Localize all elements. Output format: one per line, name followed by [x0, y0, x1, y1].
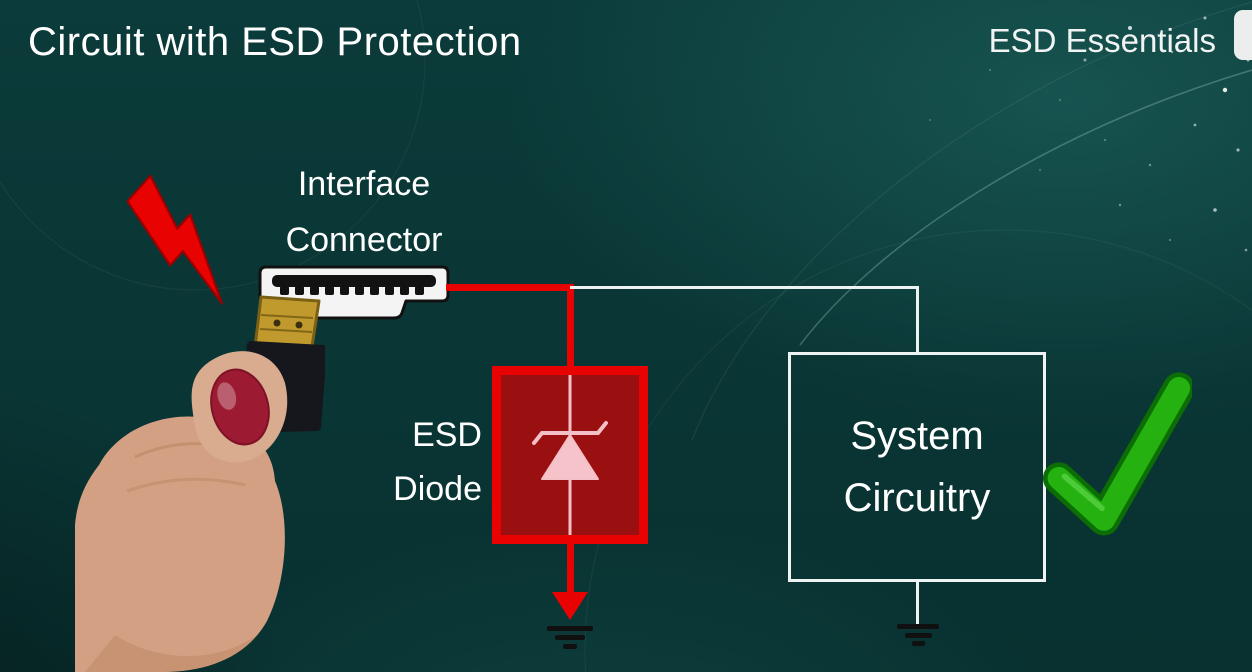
system-circuitry-box: System Circuitry: [788, 352, 1046, 582]
label-diode-line: Diode: [393, 470, 482, 508]
label-esd-line: ESD: [412, 416, 482, 454]
ground-symbol-icon-right: [905, 633, 932, 638]
label-interface-connector: Interface Connector: [238, 156, 490, 268]
hdmi-plug: [253, 295, 321, 355]
wire-red-horizontal: [446, 284, 574, 291]
ground-symbol-icon-right: [897, 624, 939, 629]
thumb-nail: [210, 368, 270, 446]
wire-red-vertical: [567, 284, 574, 370]
wire-white-to-ground: [916, 582, 919, 624]
label-circuitry-line: Circuitry: [843, 476, 991, 520]
label-interface-line: Interface: [297, 165, 431, 203]
ground-symbol-icon-left: [547, 626, 593, 631]
wire-white-vertical: [916, 286, 919, 354]
label-connector-line: Connector: [285, 221, 443, 259]
green-checkmark-icon: [1042, 372, 1192, 536]
esd-strike-icon: [126, 174, 224, 305]
label-esd-diode: ESD Diode: [356, 408, 482, 516]
hand-skin: [75, 416, 285, 672]
label-system-line: System: [850, 414, 984, 458]
brand-text: ESD Essentials: [988, 22, 1216, 59]
arrow-to-ground-shaft: [567, 544, 574, 594]
hand-holding-hdmi-cable-photo: [75, 295, 325, 672]
ground-symbol-icon-left: [563, 644, 577, 649]
brand-logo-partial: [1234, 10, 1252, 60]
arrow-to-ground-head: [552, 592, 588, 620]
ground-symbol-icon-left: [555, 635, 585, 640]
esd-diode-box: [492, 366, 648, 544]
ground-symbol-icon-right: [912, 641, 925, 646]
page-title: Circuit with ESD Protection: [28, 20, 522, 64]
tvs-diode-symbol-icon: [532, 375, 608, 535]
wire-white-horizontal: [570, 286, 919, 289]
